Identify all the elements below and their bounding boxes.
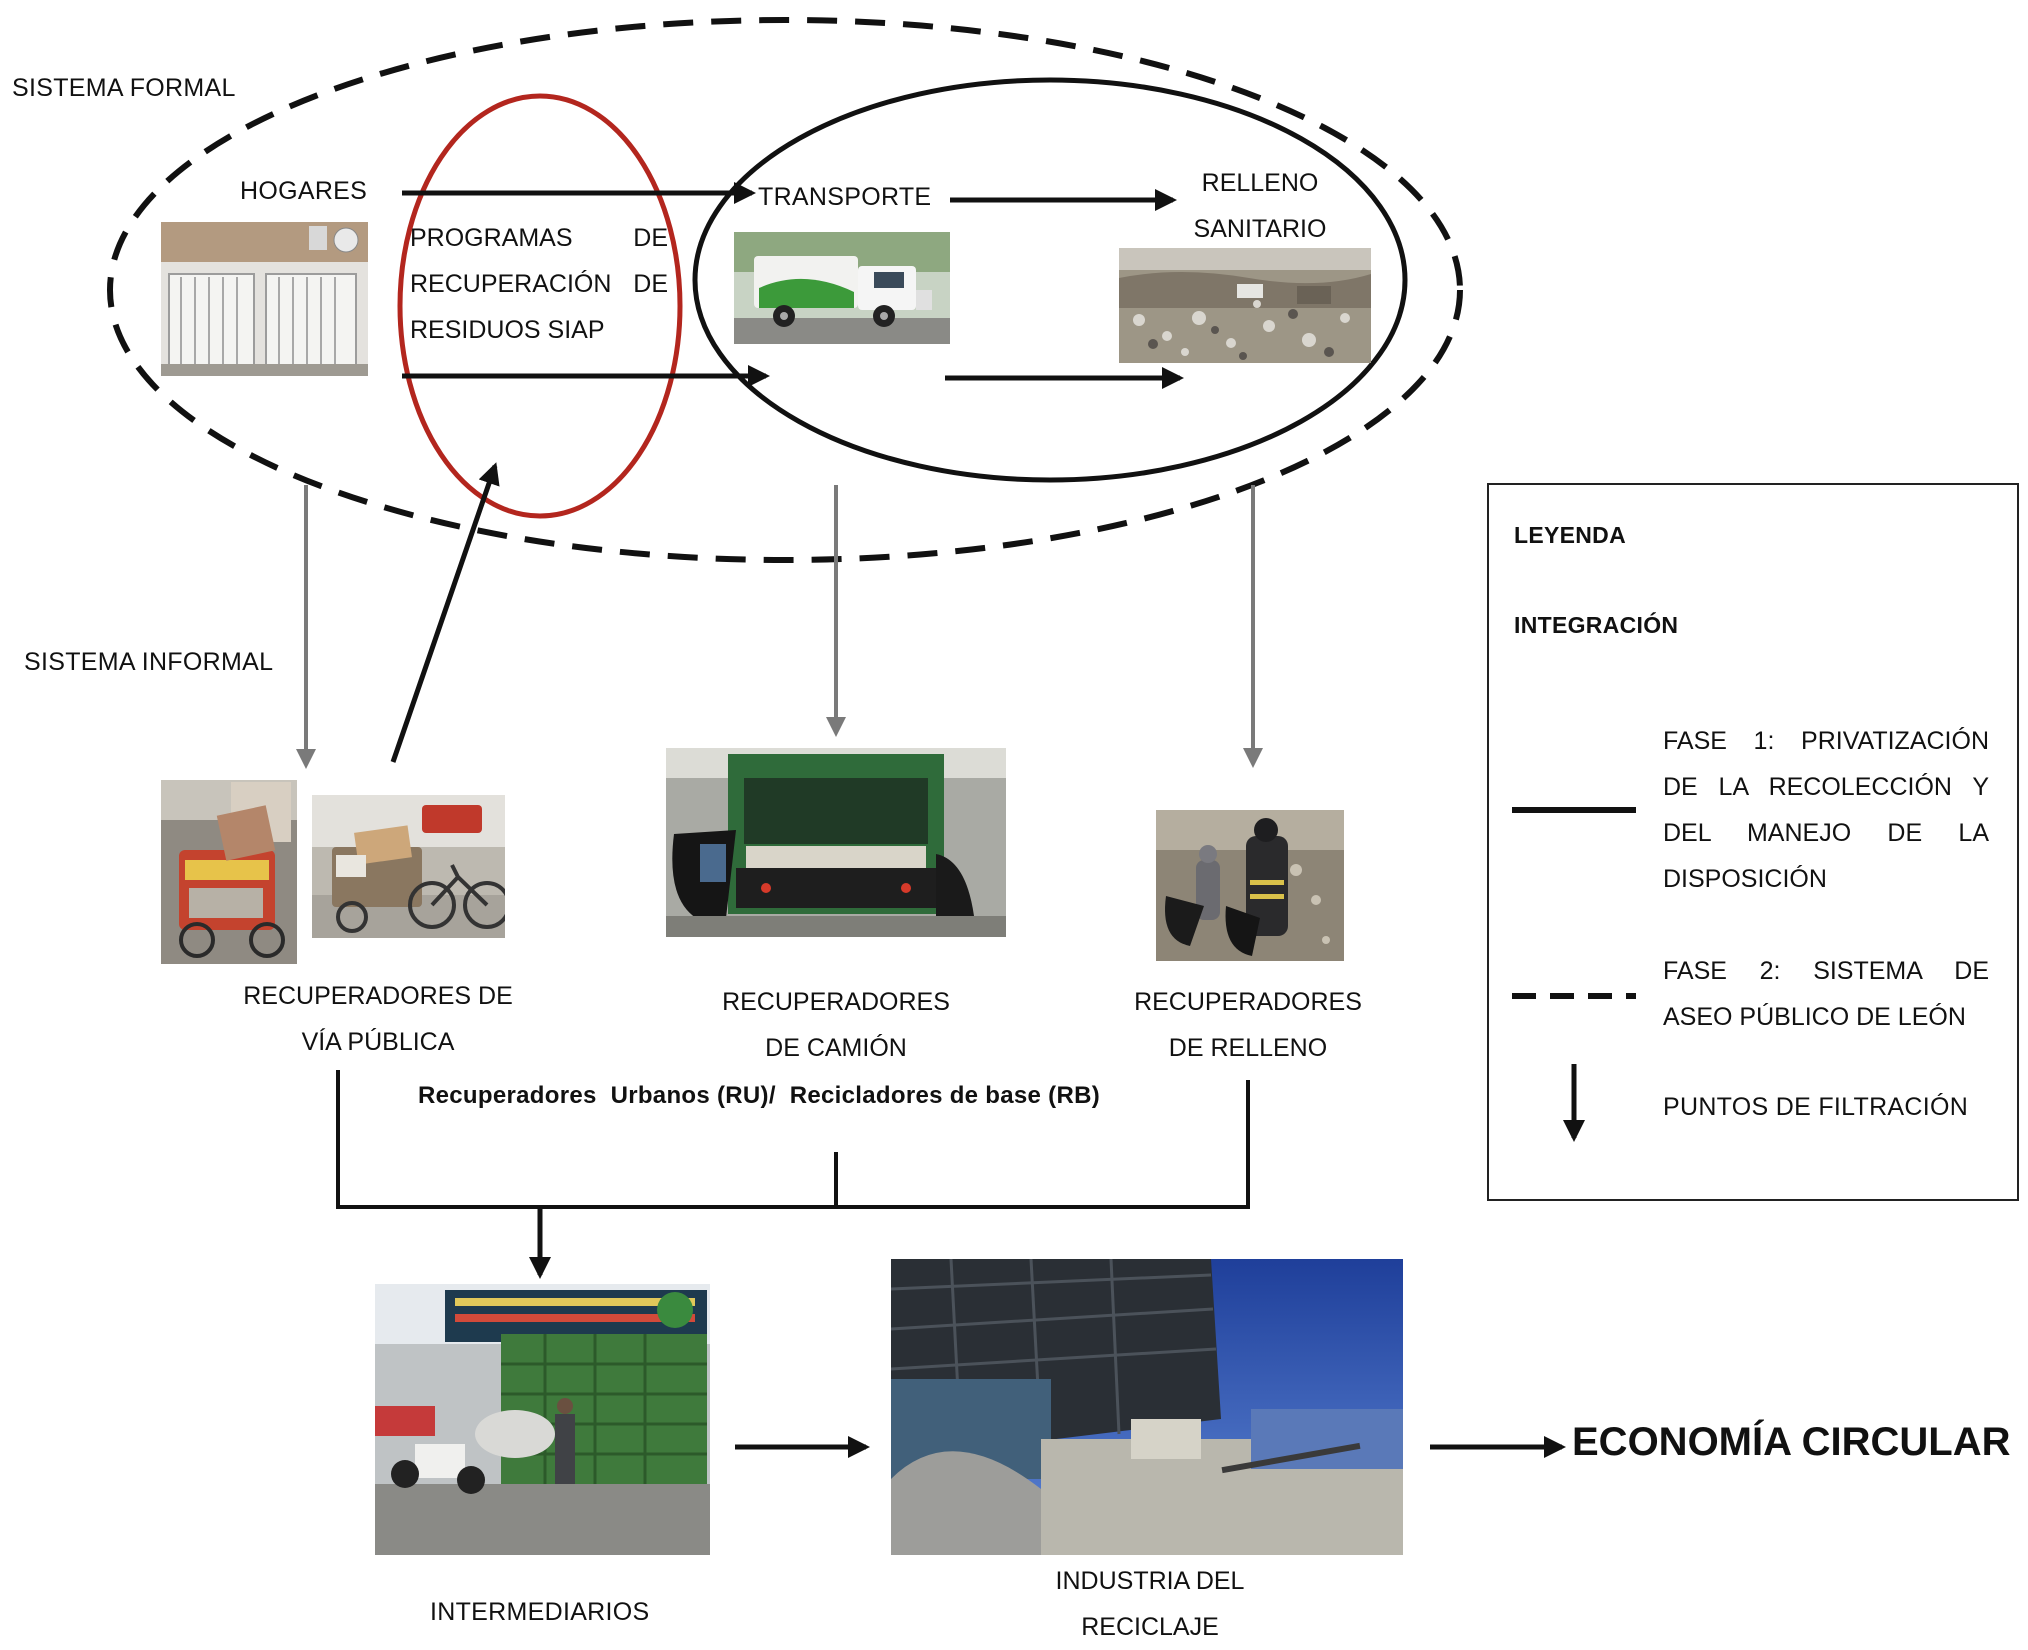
group-label-recuperadores: Recuperadores Urbanos (RU)/ Recicladores… xyxy=(418,1082,1101,1109)
node-programas: PROGRAMAS DE RECUPERACIÓN DE RESIDUOS SI… xyxy=(410,215,668,353)
programas-line-3: RESIDUOS SIAP xyxy=(410,316,605,344)
relleno-line-1: RELLENO xyxy=(1201,169,1319,197)
legend-fase1-line-3: DEL MANEJO DE LA xyxy=(1663,819,1989,847)
street-picker-bicycle-photo xyxy=(312,795,505,938)
node-economia-circular: ECONOMÍA CIRCULAR xyxy=(1572,1420,2011,1464)
legend-subtitle: INTEGRACIÓN xyxy=(1514,612,1679,638)
arrow-via-publica-to-programs xyxy=(390,462,500,763)
rec-relleno-line-1: RECUPERADORES xyxy=(1134,988,1362,1016)
node-recuperadores-relleno: RECUPERADORES DE RELLENO xyxy=(1118,979,1378,1071)
landfill-pickers-photo xyxy=(1156,810,1344,961)
rec-camion-line-1: RECUPERADORES xyxy=(722,988,950,1016)
legend-fase1-line-1: FASE 1: PRIVATIZACIÓN xyxy=(1663,727,1989,755)
legend-fase2: FASE 2: SISTEMA DE ASEO PÚBLICO DE LEÓN xyxy=(1663,948,1989,1040)
node-transporte: TRANSPORTE xyxy=(758,183,932,211)
node-recuperadores-via-publica: RECUPERADORES DE VÍA PÚBLICA xyxy=(225,973,531,1065)
legend-fase1: FASE 1: PRIVATIZACIÓN DE LA RECOLECCIÓN … xyxy=(1663,718,1989,902)
industria-line-2: RECICLAJE xyxy=(1081,1613,1219,1641)
legend-filtracion: PUNTOS DE FILTRACIÓN xyxy=(1663,1093,1969,1121)
rec-via-line-2: VÍA PÚBLICA xyxy=(301,1028,455,1056)
node-industria-reciclaje: INDUSTRIA DEL RECICLAJE xyxy=(1030,1558,1270,1650)
legend-fase2-line-1: FASE 2: SISTEMA DE xyxy=(1663,957,1989,985)
rec-relleno-line-2: DE RELLENO xyxy=(1168,1034,1328,1062)
house-photo xyxy=(161,222,368,376)
landfill-photo xyxy=(1119,248,1371,363)
node-intermediarios: INTERMEDIARIOS xyxy=(430,1598,650,1626)
legend-box xyxy=(1487,483,2019,1201)
recycling-plant-photo xyxy=(891,1259,1403,1555)
fase2-dashed-ellipse xyxy=(107,17,1463,563)
node-recuperadores-camion: RECUPERADORES DE CAMIÓN xyxy=(706,979,966,1071)
recuperadores-bracket xyxy=(336,1070,1250,1209)
programas-line-1: PROGRAMAS DE xyxy=(410,224,668,252)
legend-fase1-line-4: DISPOSICIÓN xyxy=(1663,865,1827,893)
truck-pickers-photo xyxy=(666,748,1006,937)
programas-line-2: RECUPERACIÓN DE xyxy=(410,270,668,298)
legend-fase2-line-2: ASEO PÚBLICO DE LEÓN xyxy=(1663,1003,1966,1031)
legend-title: LEYENDA xyxy=(1514,522,1627,548)
rec-camion-line-2: DE CAMIÓN xyxy=(765,1034,907,1062)
garbage-truck-photo xyxy=(734,232,950,344)
rec-via-line-1: RECUPERADORES DE xyxy=(243,982,513,1010)
programs-red-ellipse xyxy=(397,93,683,519)
relleno-line-2: SANITARIO xyxy=(1193,215,1327,243)
node-hogares: HOGARES xyxy=(240,177,368,205)
legend-fase1-line-2: DE LA RECOLECCIÓN Y xyxy=(1663,773,1989,801)
fase1-solid-ellipse xyxy=(692,77,1408,483)
label-sistema-formal: SISTEMA FORMAL xyxy=(12,74,236,102)
node-relleno-sanitario: RELLENO SANITARIO xyxy=(1170,160,1350,252)
label-sistema-informal: SISTEMA INFORMAL xyxy=(24,648,274,676)
industria-line-1: INDUSTRIA DEL xyxy=(1055,1567,1245,1595)
street-picker-cart-photo xyxy=(161,780,297,964)
scrap-yard-photo xyxy=(375,1284,710,1555)
